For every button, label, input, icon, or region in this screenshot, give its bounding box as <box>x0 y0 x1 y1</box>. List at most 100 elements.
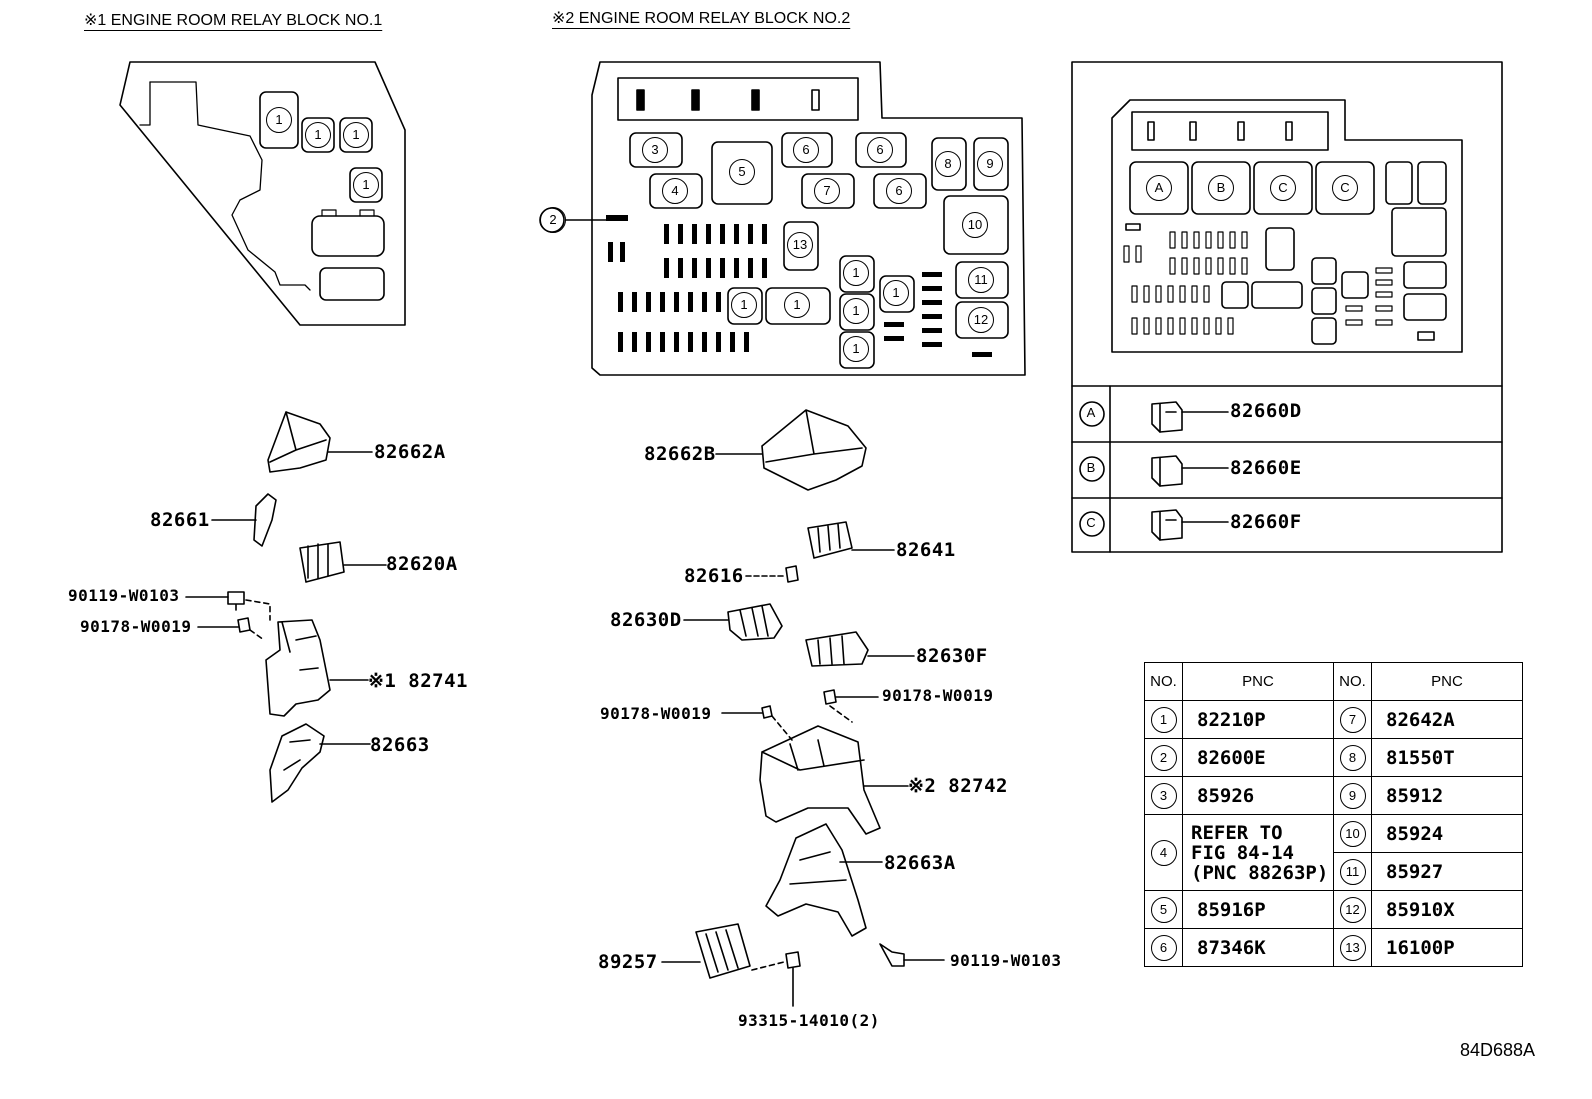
table-row: 2 82600E 8 81550T <box>1144 738 1523 777</box>
legend-key-b: B <box>1086 460 1096 475</box>
parts-group-left <box>185 411 387 803</box>
table-row: 6 87346K 13 16100P <box>1144 928 1523 967</box>
inset-label-b: B <box>1208 175 1234 201</box>
parts-group-center <box>661 409 945 1007</box>
row-pnc: 81550T <box>1371 738 1523 777</box>
inset-label-c2: C <box>1332 175 1358 201</box>
pnc-table: NO. PNC NO. PNC 1 82210P 7 82642A 2 8260… <box>1144 662 1523 967</box>
b2-label-1c: 1 <box>843 260 869 286</box>
connector-82630f-icon <box>805 631 869 667</box>
callout-90178-w0019-c: 90178-W0019 <box>882 686 994 705</box>
b1-label-1d: 1 <box>353 172 379 198</box>
screw-93315-icon <box>785 951 801 969</box>
b2-label-1e: 1 <box>843 336 869 362</box>
pnc-table-header: NO. PNC NO. PNC <box>1144 662 1523 701</box>
relay-block-1-outline <box>119 61 406 326</box>
callout-82742: ※2 82742 <box>908 775 1008 797</box>
fuse-slots <box>606 215 992 357</box>
row-pnc: 85924 <box>1371 814 1523 853</box>
legend-pnc-b: 82660E <box>1230 457 1302 479</box>
clip-82661-icon <box>253 493 277 547</box>
bracket-82663a-icon <box>765 823 867 937</box>
header-no-left: NO. <box>1144 662 1183 701</box>
bracket-82663-icon <box>269 723 325 803</box>
row-pnc: 85927 <box>1371 852 1523 891</box>
row-pnc: 16100P <box>1371 928 1523 967</box>
diagram-ref: 84D688A <box>1460 1040 1536 1060</box>
callout-90119-w0103-b: 90119-W0103 <box>950 951 1062 970</box>
bracket-82742-icon <box>759 725 881 835</box>
b2-label-3: 3 <box>642 137 668 163</box>
relay-icon-c <box>1151 509 1183 541</box>
bracket-82741-icon <box>265 619 331 717</box>
b2-label-6a: 6 <box>793 137 819 163</box>
header-pnc-left: PNC <box>1182 662 1334 701</box>
b2-label-1d: 1 <box>843 298 869 324</box>
row-no: 12 <box>1339 896 1366 923</box>
refer-line-3: (PNC 88263P) <box>1191 861 1329 884</box>
connector-82620a-icon <box>299 541 345 583</box>
inset-label-a: A <box>1146 175 1172 201</box>
b2-label-1a: 1 <box>731 292 757 318</box>
table-row: 1 82210P 7 82642A <box>1144 700 1523 739</box>
callout-82630f: 82630F <box>916 645 988 667</box>
b2-label-11: 11 <box>968 267 994 293</box>
fuse-82641-icon <box>807 521 853 559</box>
b2-label-6b: 6 <box>867 137 893 163</box>
b2-label-5: 5 <box>729 159 755 185</box>
callout-82616: 82616 <box>684 565 744 587</box>
callout-82620a: 82620A <box>386 553 458 575</box>
legend-key-a: A <box>1086 405 1096 420</box>
callout-90119-w0103-a: 90119-W0103 <box>68 586 180 605</box>
ecu-89257-icon <box>695 923 751 979</box>
row-no: 3 <box>1150 782 1177 809</box>
callout-89257: 89257 <box>598 951 658 973</box>
bolt-90119-icon <box>227 591 245 611</box>
inset-fuse-slots <box>1123 231 1393 335</box>
row-pnc: 82600E <box>1182 738 1334 777</box>
row-pnc: 85916P <box>1182 890 1334 929</box>
legend-pnc-c: 82660F <box>1230 511 1302 533</box>
connector-82630d-icon <box>727 603 783 641</box>
b1-label-1a: 1 <box>266 107 292 133</box>
row-pnc: 85910X <box>1371 890 1523 929</box>
b2-label-7: 7 <box>814 178 840 204</box>
row-no: 5 <box>1150 896 1177 923</box>
callout-82663: 82663 <box>370 734 430 756</box>
relay-block-2-outline <box>539 61 1026 376</box>
b2-label-1f: 1 <box>883 280 909 306</box>
row-no: 1 <box>1150 706 1177 733</box>
header-no-right: NO. <box>1333 662 1372 701</box>
b2-label-4: 4 <box>662 178 688 204</box>
row-no: 13 <box>1339 934 1366 961</box>
callout-82630d: 82630D <box>610 609 682 631</box>
inset-label-c1: C <box>1270 175 1296 201</box>
refer-line-2: FIG 84-14 <box>1191 841 1294 864</box>
b2-leader-2: 2 <box>540 207 566 233</box>
b1-label-1c: 1 <box>343 122 369 148</box>
callout-82662b: 82662B <box>644 443 716 465</box>
row-no: 10 <box>1339 820 1366 847</box>
refer-line-1: REFER TO <box>1191 821 1283 844</box>
inset-block-outline <box>1071 61 1503 553</box>
nut-90178-b-icon <box>761 705 773 719</box>
callout-90178-w0019-b: 90178-W0019 <box>600 704 712 723</box>
callout-93315-14010: 93315-14010(2) <box>738 1011 880 1030</box>
bolt-90119-b-icon <box>879 943 905 967</box>
title-relay-block-2: ※2 ENGINE ROOM RELAY BLOCK NO.2 <box>552 10 851 27</box>
b2-label-13: 13 <box>787 232 813 258</box>
b2-label-6c: 6 <box>886 178 912 204</box>
row-pnc: 82210P <box>1182 700 1334 739</box>
callout-82741: ※1 82741 <box>368 670 468 692</box>
legend-pnc-a: 82660D <box>1230 400 1302 422</box>
table-row: 11 85927 <box>1145 852 1523 891</box>
cover-82662b-icon <box>761 409 867 491</box>
row-no: 2 <box>1150 744 1177 771</box>
b1-label-1b: 1 <box>305 122 331 148</box>
callout-82661: 82661 <box>150 509 210 531</box>
title-relay-block-1: ※1 ENGINE ROOM RELAY BLOCK NO.1 <box>84 12 383 29</box>
nut-90178-c-icon <box>823 689 837 705</box>
callout-82662a: 82662A <box>374 441 446 463</box>
